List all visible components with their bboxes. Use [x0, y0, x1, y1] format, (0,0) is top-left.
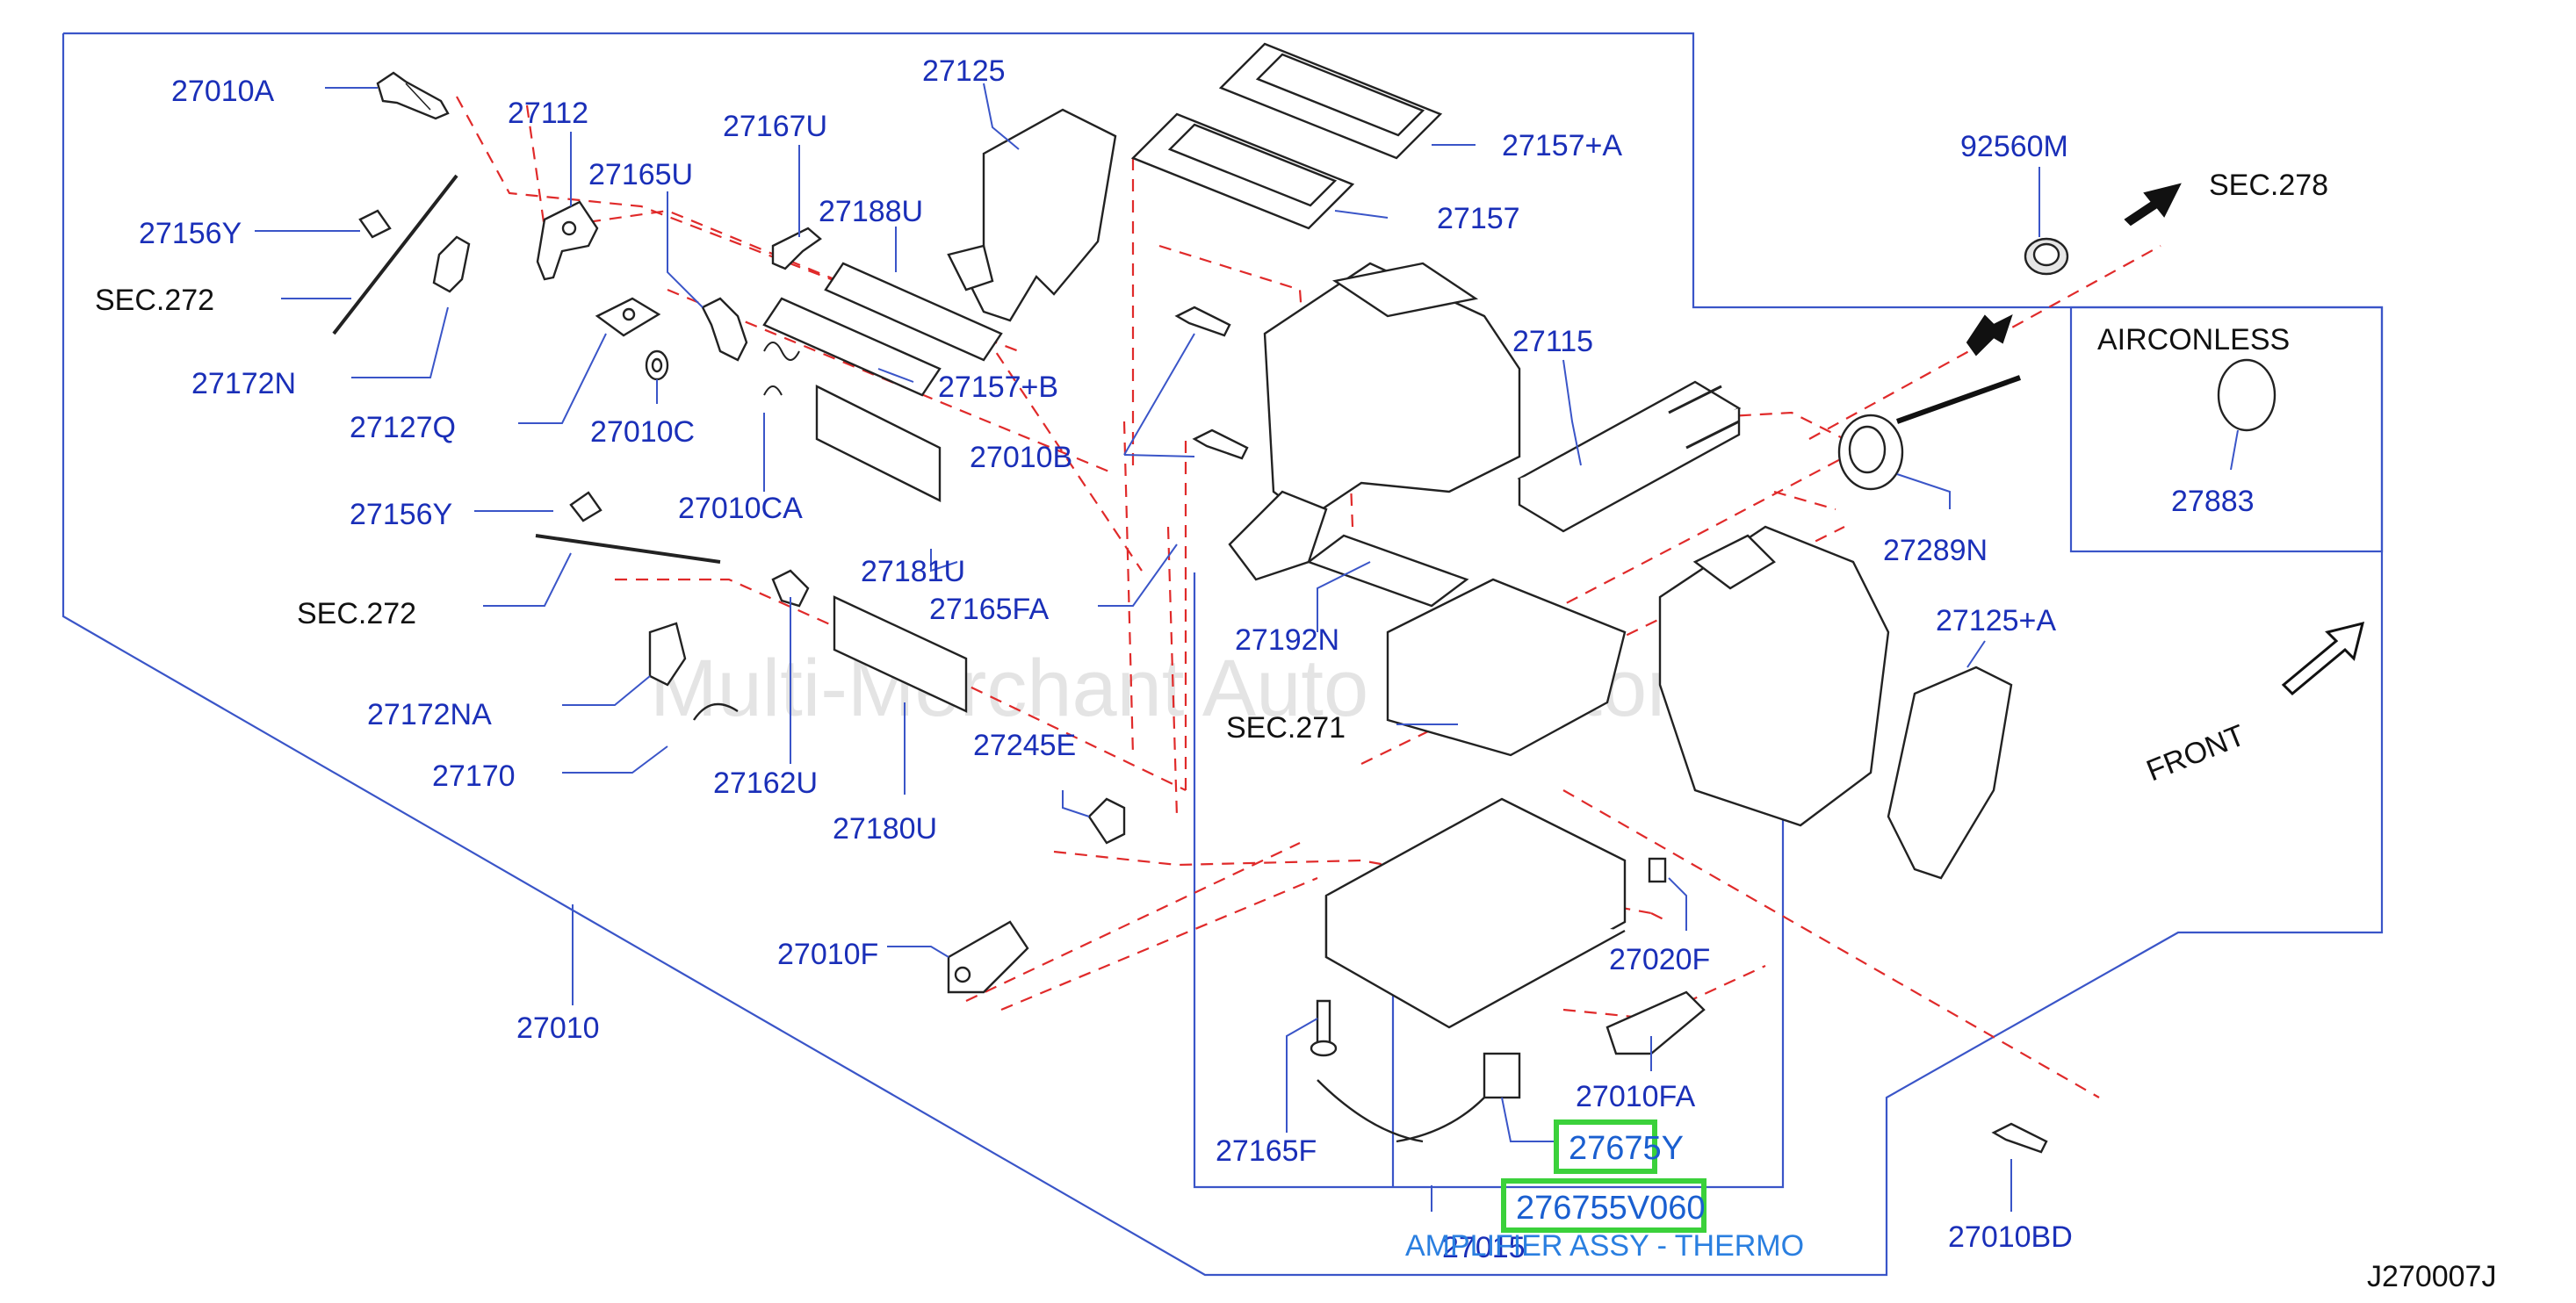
leader-lines [255, 83, 2239, 1212]
label-27010CA[interactable]: 27010CA [678, 492, 803, 525]
label-27127Q[interactable]: 27127Q [350, 411, 456, 444]
highlight-group: 27675Y 276755V060 AMPLIFIER ASSY - THERM… [1405, 1119, 1804, 1263]
label-27010[interactable]: 27010 [516, 1011, 600, 1045]
part-duct-27125 [947, 108, 1117, 322]
part-heater-case-27125A [1658, 525, 1890, 827]
airconless-box [2069, 306, 2384, 553]
label-27167U[interactable]: 27167U [723, 110, 827, 143]
part-bracket-27010FA [1605, 990, 1706, 1055]
label-27170[interactable]: 27170 [432, 759, 516, 793]
part-lever-27172NA [648, 622, 687, 687]
label-27157A[interactable]: 27157+A [1502, 129, 1622, 162]
part-sensor-27675Y [1317, 1052, 1521, 1143]
part-link-27167U [771, 227, 822, 270]
part-screw-27010A [376, 71, 450, 120]
front-label: FRONT [2142, 718, 2250, 788]
label-27162U[interactable]: 27162U [713, 767, 818, 800]
label-27188U[interactable]: 27188U [819, 195, 923, 228]
assembly-frame [61, 32, 2384, 1277]
part-rod-27156Y [332, 174, 471, 335]
part-evaporator-sec271 [1386, 578, 1627, 757]
arrow-sec278 [2124, 183, 2182, 227]
part-filter-27157 [1130, 112, 1355, 230]
label-27125A[interactable]: 27125+A [1936, 604, 2056, 637]
part-plug-27883 [2217, 358, 2277, 432]
label-27181U[interactable]: 27181U [861, 555, 965, 588]
label-27010B[interactable]: 27010B [970, 441, 1072, 474]
label-92560M[interactable]: 92560M [1960, 130, 2068, 163]
label-27020F[interactable]: 27020F [1609, 943, 1710, 976]
label-27165FA[interactable]: 27165FA [929, 593, 1049, 626]
part-grommet-92560M [2024, 237, 2069, 276]
part-door-27180U [833, 595, 968, 713]
label-27172NA[interactable]: 27172NA [367, 698, 492, 731]
label-27010FA[interactable]: 27010FA [1576, 1080, 1695, 1113]
part-heater-core-27115 [1517, 380, 1742, 533]
label-27192N[interactable]: 27192N [1235, 623, 1339, 657]
part-washer-27010C [645, 349, 669, 381]
highlight-part[interactable]: 27675Y [1569, 1130, 1684, 1167]
part-clip-27127Q [595, 297, 661, 337]
label-27010A[interactable]: 27010A [171, 75, 275, 108]
label-27010C[interactable]: 27010C [590, 415, 695, 449]
part-door-27188U [762, 262, 1003, 397]
label-27156Y-lower[interactable]: 27156Y [350, 498, 452, 531]
label-27010F[interactable]: 27010F [777, 938, 878, 971]
label-27883[interactable]: 27883 [2171, 485, 2255, 518]
label-27172N[interactable]: 27172N [191, 367, 296, 400]
part-bracket-27010F [947, 920, 1029, 994]
label-27245E[interactable]: 27245E [973, 729, 1076, 762]
part-bolt-27010BD [1991, 1122, 2048, 1154]
label-27157[interactable]: 27157 [1437, 202, 1520, 235]
part-link-27165U [701, 297, 748, 362]
part-door-27181U [815, 385, 942, 502]
front-arrow-icon [2281, 621, 2365, 696]
highlight-description: AMPLIFIER ASSY - THERMO [1405, 1229, 1804, 1263]
part-bolt-27165F [1310, 999, 1338, 1057]
part-bracket-27165FA [1228, 490, 1328, 581]
part-heater-case-upper [1263, 262, 1521, 520]
highlight-box-part [1554, 1119, 1657, 1174]
label-27115[interactable]: 27115 [1512, 325, 1593, 358]
part-cable-27170 [693, 702, 739, 721]
part-filter-27157A [1218, 42, 1443, 160]
part-seal-27192N [1306, 534, 1469, 608]
label-sec272-lower[interactable]: SEC.272 [297, 597, 416, 630]
label-27125[interactable]: 27125 [922, 54, 1006, 88]
highlight-box-part-number [1501, 1178, 1707, 1233]
highlight-part-number[interactable]: 276755V060 [1516, 1190, 1706, 1227]
label-27289N[interactable]: 27289N [1883, 534, 1988, 567]
part-lever-27112 [536, 200, 599, 281]
label-27010BD[interactable]: 27010BD [1948, 1220, 2073, 1254]
airconless-title: AIRCONLESS [2097, 323, 2290, 356]
part-rod-27156Y-lower [535, 491, 721, 564]
part-clip-27245E [1087, 797, 1126, 845]
part-duct-27125A-right [1887, 666, 2013, 880]
arrow-heater-core [1895, 314, 2022, 424]
label-sec272-upper[interactable]: SEC.272 [95, 284, 214, 317]
part-bolts-27010B [1174, 306, 1249, 460]
part-spring-27010CA [763, 342, 800, 396]
label-27112[interactable]: 27112 [508, 97, 588, 130]
unit-frame [1193, 572, 1785, 1189]
label-sec271[interactable]: SEC.271 [1226, 711, 1346, 745]
assembly-dashed-lines [456, 96, 2161, 1098]
label-27180U[interactable]: 27180U [833, 812, 937, 846]
label-27165F[interactable]: 27165F [1216, 1134, 1317, 1168]
diagram-code: J270007J [2367, 1260, 2496, 1293]
part-link-27162U [771, 569, 810, 608]
label-27165U[interactable]: 27165U [588, 158, 693, 191]
label-27157B[interactable]: 27157+B [938, 371, 1058, 404]
part-lower-case [1324, 797, 1627, 1029]
part-seal-27289N [1837, 414, 1904, 491]
label-sec278[interactable]: SEC.278 [2209, 169, 2328, 202]
label-27156Y-upper[interactable]: 27156Y [139, 217, 242, 250]
part-connector-27020F [1648, 857, 1667, 883]
label-27015[interactable]: 27015 [1442, 1231, 1526, 1264]
part-labels: 27010A 27112 27167U 27125 27157+A 27157 … [95, 54, 2496, 1293]
